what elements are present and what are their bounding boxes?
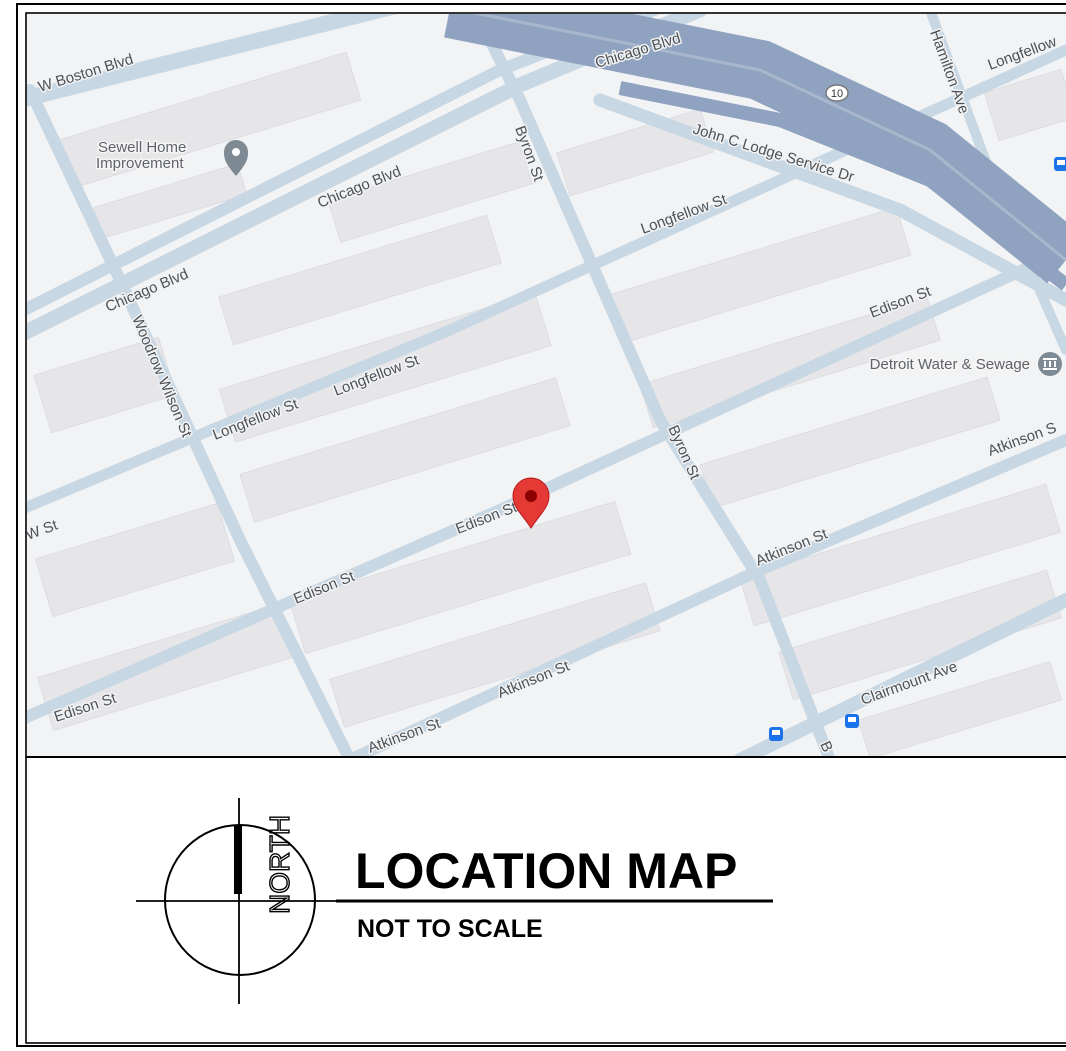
north-arrow-icon <box>136 798 336 1004</box>
building-blocks <box>33 51 1066 756</box>
route-10-shield: 10 <box>825 84 849 102</box>
map-pin-gray-icon <box>224 140 248 176</box>
bus-stop-icon[interactable] <box>845 714 859 728</box>
legend-title: LOCATION MAP <box>355 843 737 899</box>
poi-label-sewell-line1: Sewell Home <box>98 139 186 156</box>
poi-sewell-home-improvement[interactable]: Sewell Home Improvement <box>95 138 248 176</box>
north-label: NORTH <box>264 815 295 914</box>
legend-subtitle: NOT TO SCALE <box>357 915 543 943</box>
poi-label-detroit-water: Detroit Water & Sewage <box>870 356 1030 373</box>
museum-icon <box>1038 352 1062 376</box>
map-viewport[interactable]: 10 W Boston Blvd Chicago Blvd Chicago Bl… <box>20 0 1066 760</box>
bus-stop-icon[interactable] <box>769 727 783 741</box>
inner-border <box>25 12 1066 1044</box>
lodge-freeway <box>444 14 1066 291</box>
bus-stop-icon[interactable] <box>1054 157 1066 171</box>
location-pin-icon[interactable] <box>512 477 550 529</box>
legend-block: NORTH LOCATION MAP NOT TO SCALE <box>136 798 773 1004</box>
poi-label-sewell-line2: Improvement <box>96 155 184 172</box>
poi-detroit-water-sewage[interactable]: Detroit Water & Sewage <box>868 352 1062 376</box>
route-10-label: 10 <box>831 88 843 100</box>
outer-border <box>16 3 1066 1047</box>
